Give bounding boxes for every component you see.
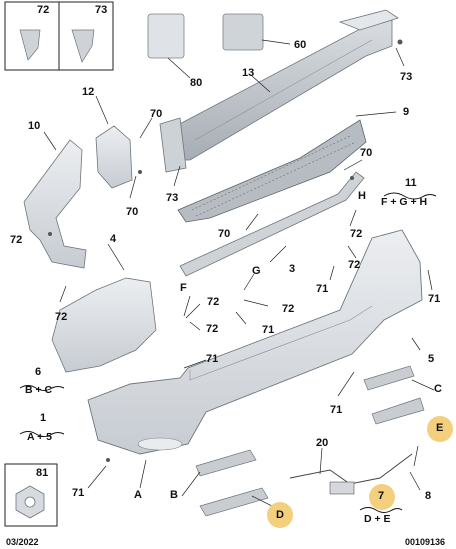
label-1-group: A + 5: [27, 431, 52, 443]
lower-grille: [177, 119, 367, 223]
label-12: 12: [82, 86, 95, 98]
label-7-group: D + E: [364, 513, 391, 525]
label-70-b: 70: [126, 206, 139, 218]
label-3: 3: [289, 263, 296, 275]
fastener-parts: [147, 13, 403, 59]
label-d: D: [276, 509, 284, 521]
label-72-f: 72: [207, 296, 220, 308]
label-73-right: 73: [400, 71, 413, 83]
label-h: H: [358, 190, 366, 202]
label-b: B: [170, 489, 178, 501]
label-72-h2: 72: [348, 259, 361, 271]
label-72-h: 72: [350, 228, 363, 240]
label-9: 9: [403, 106, 410, 118]
footer-reference: 00109136: [405, 537, 446, 547]
reflector-strips: [195, 365, 425, 517]
label-71-h: 71: [316, 283, 329, 295]
label-6-group: B + C: [25, 384, 53, 396]
label-71-bottom: 71: [330, 404, 343, 416]
label-4: 4: [110, 233, 117, 245]
trim-strip: [179, 171, 365, 277]
label-8: 8: [425, 490, 432, 502]
highlight-e: [427, 416, 453, 442]
label-a: A: [134, 489, 142, 501]
label-70-d: 70: [218, 228, 231, 240]
label-13: 13: [242, 67, 255, 79]
side-panel: [51, 277, 157, 373]
label-72-left: 72: [10, 234, 23, 246]
label-10: 10: [28, 120, 41, 132]
label-72-box: 72: [37, 4, 50, 16]
label-f: F: [180, 282, 187, 294]
upper-bracket: [95, 125, 142, 189]
label-71-right: 71: [428, 293, 441, 305]
detail-boxes: [4, 1, 114, 527]
label-80: 80: [190, 77, 203, 89]
label-71-g: 71: [262, 324, 275, 336]
label-1: 1: [40, 412, 47, 424]
label-5: 5: [428, 353, 435, 365]
label-11-group: F + G + H: [381, 196, 428, 208]
label-70-c: 70: [360, 147, 373, 159]
footer-date: 03/2022: [6, 537, 39, 547]
label-72-mid: 72: [55, 311, 68, 323]
label-71-left: 71: [72, 487, 85, 499]
reinforcement-beam: [159, 9, 399, 173]
label-20: 20: [316, 437, 329, 449]
label-71-mid: 71: [206, 353, 219, 365]
label-7: 7: [378, 490, 385, 502]
wiring-harness: [289, 453, 413, 495]
bumper-cover: [87, 229, 423, 462]
label-72-g: 72: [282, 303, 295, 315]
highlight-7: [369, 484, 395, 510]
left-bracket: [23, 139, 87, 269]
group-marks: [19, 192, 437, 513]
label-6: 6: [35, 366, 42, 378]
label-e: E: [436, 422, 444, 434]
label-73-mid: 73: [166, 192, 179, 204]
label-60: 60: [294, 39, 307, 51]
label-72-f2: 72: [206, 323, 219, 335]
label-g: G: [252, 265, 261, 277]
label-11: 11: [405, 177, 417, 189]
label-c: C: [434, 383, 442, 395]
label-73-box: 73: [95, 4, 108, 16]
highlight-d: [267, 502, 293, 528]
label-70-a: 70: [150, 108, 163, 120]
label-81: 81: [36, 467, 49, 479]
